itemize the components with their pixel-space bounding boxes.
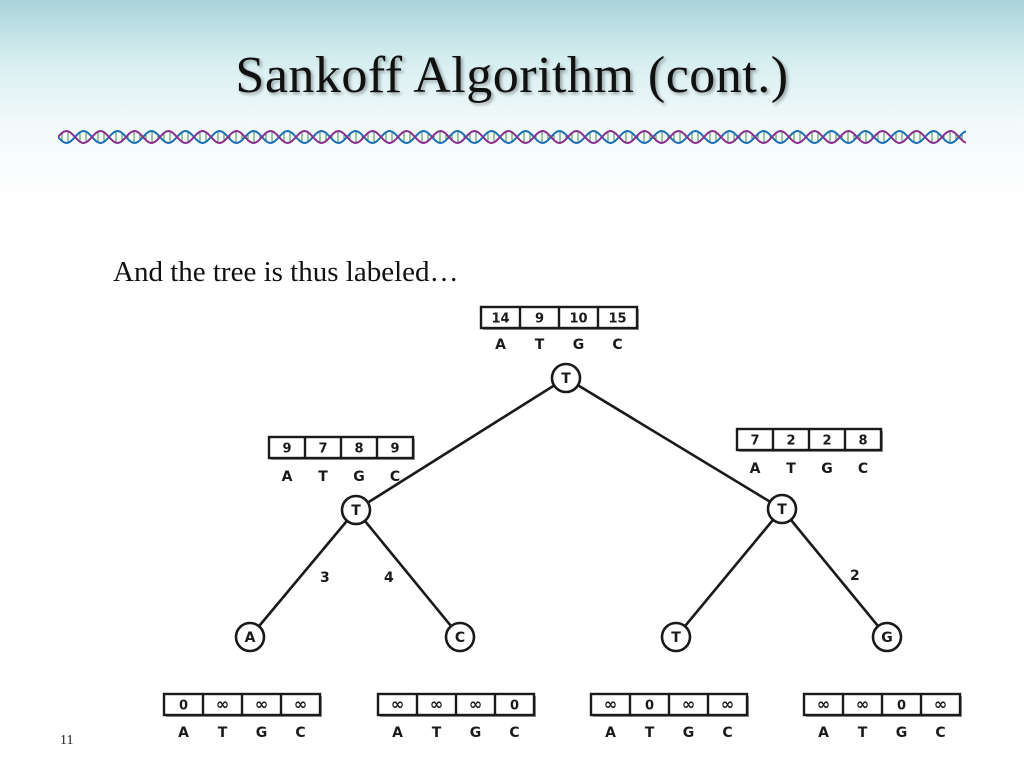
cost-cell: ∞ <box>856 695 869 714</box>
cost-table-leaf-a: 0 ∞ ∞ ∞ A T G C <box>162 692 322 741</box>
cost-cell: 2 <box>822 434 831 449</box>
nucleotide-label: G <box>821 461 833 477</box>
helix-strand <box>58 130 966 144</box>
cost-cell: 9 <box>282 442 291 457</box>
edge-root-right <box>565 376 783 511</box>
cost-cell: ∞ <box>721 695 734 714</box>
nucleotide-label: A <box>178 725 189 741</box>
tree-node-left: T <box>340 494 372 526</box>
nucleotide-label: A <box>495 337 506 353</box>
cost-table-root: 14 9 10 15A T G C <box>479 305 639 353</box>
cost-cell: 7 <box>750 434 759 449</box>
edge-right-leaf-g <box>780 508 889 638</box>
edge-right-leaf-t <box>674 508 784 638</box>
nucleotide-label: T <box>858 725 868 741</box>
helix-strand <box>58 130 966 144</box>
slide-subtitle: And the tree is thus labeled… <box>113 256 459 288</box>
cost-cell: ∞ <box>216 695 229 714</box>
cost-cell: ∞ <box>294 695 307 714</box>
cost-cell: 9 <box>535 312 544 327</box>
cost-cell: 8 <box>858 434 867 449</box>
nucleotide-label: G <box>683 725 695 741</box>
nucleotide-label: C <box>390 469 400 485</box>
nucleotide-label: G <box>256 725 268 741</box>
cost-cell: ∞ <box>391 695 404 714</box>
cost-cell: ∞ <box>682 695 695 714</box>
nucleotide-label: C <box>509 725 519 741</box>
node-label: T <box>671 630 681 646</box>
slide-number: 11 <box>60 733 74 748</box>
tree-node-leaf-a: A <box>234 621 266 653</box>
cost-cell: ∞ <box>255 695 268 714</box>
nucleotide-label: A <box>605 725 616 741</box>
edge-weight-left-leaf-c: 4 <box>384 570 394 586</box>
dna-helix-divider <box>58 130 966 144</box>
nucleotide-label: C <box>722 725 732 741</box>
cost-cell: ∞ <box>934 695 947 714</box>
cost-cell: 0 <box>897 699 906 714</box>
edge-root-left <box>355 376 567 512</box>
edge-weight-left-leaf-a: 3 <box>320 570 330 586</box>
edge-left-leaf-c <box>354 509 462 638</box>
nucleotide-label: A <box>282 469 293 485</box>
cost-cell: 7 <box>318 442 327 457</box>
node-label: C <box>455 630 465 646</box>
tree-node-leaf-g: G <box>871 621 903 653</box>
cost-table-leaf-t: ∞ 0 ∞ ∞ A T G C <box>589 692 749 741</box>
cost-cell: 9 <box>390 442 399 457</box>
cost-cell: 10 <box>569 312 587 327</box>
edge-left-leaf-a <box>249 509 357 638</box>
node-label: T <box>561 371 571 387</box>
cost-cell: ∞ <box>604 695 617 714</box>
nucleotide-label: G <box>896 725 908 741</box>
cost-cell: ∞ <box>430 695 443 714</box>
node-label: T <box>777 502 787 518</box>
nucleotide-label: C <box>295 725 305 741</box>
cost-table-left: 9 7 8 9A T G C <box>267 435 415 485</box>
nucleotide-label: A <box>750 461 761 477</box>
nucleotide-label: C <box>858 461 868 477</box>
nucleotide-label: T <box>645 725 655 741</box>
node-label: T <box>351 503 361 519</box>
tree-node-leaf-c: C <box>444 621 476 653</box>
tree-node-leaf-t: T <box>660 621 692 653</box>
edge-weight-right-leaf-g: 2 <box>850 568 860 584</box>
cost-cell: 15 <box>608 312 626 327</box>
nucleotide-label: G <box>470 725 482 741</box>
nucleotide-label: T <box>786 461 796 477</box>
node-label: A <box>245 630 256 646</box>
cost-cell: ∞ <box>469 695 482 714</box>
nucleotide-label: T <box>432 725 442 741</box>
nucleotide-label: C <box>935 725 945 741</box>
nucleotide-label: A <box>818 725 829 741</box>
nucleotide-label: G <box>353 469 365 485</box>
node-label: G <box>881 630 893 646</box>
cost-cell: 0 <box>179 699 188 714</box>
tree-node-root: T <box>550 362 582 394</box>
cost-cell: 14 <box>491 312 509 327</box>
nucleotide-label: G <box>573 337 585 353</box>
cost-table-leaf-c: ∞ ∞ ∞ 0A T G C <box>376 692 536 741</box>
cost-cell: 0 <box>510 699 519 714</box>
cost-cell: 2 <box>786 434 795 449</box>
slide-title: Sankoff Algorithm (cont.) <box>235 47 789 104</box>
cost-table-right: 7 2 2 8A T G C <box>735 427 883 477</box>
cost-table-leaf-g: ∞ ∞ 0 ∞ A T G C <box>802 692 962 741</box>
cost-cell: 8 <box>354 442 363 457</box>
cost-cell: 0 <box>645 699 654 714</box>
nucleotide-label: T <box>535 337 545 353</box>
cost-cell: ∞ <box>817 695 830 714</box>
nucleotide-label: T <box>218 725 228 741</box>
nucleotide-label: C <box>612 337 622 353</box>
nucleotide-label: T <box>318 469 328 485</box>
tree-node-right: T <box>766 493 798 525</box>
nucleotide-label: A <box>392 725 403 741</box>
